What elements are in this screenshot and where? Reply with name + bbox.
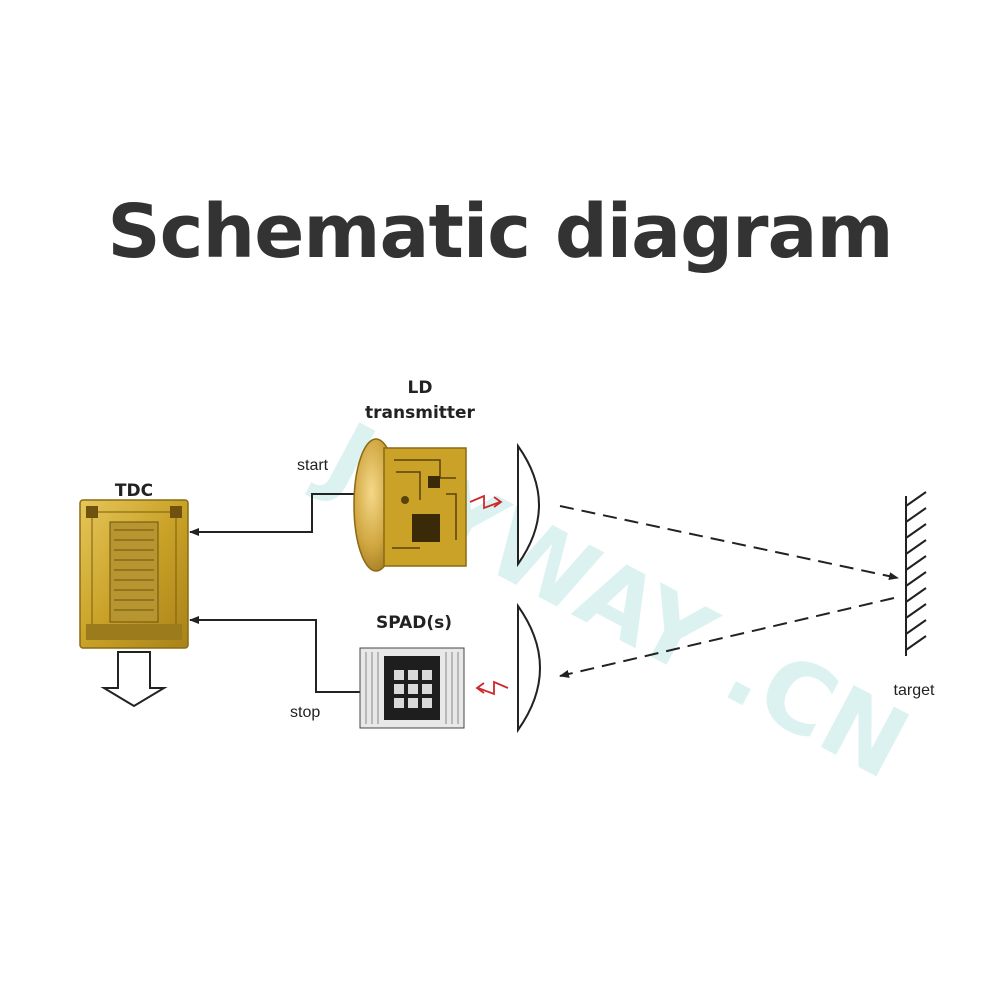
target-wall xyxy=(905,491,927,656)
ld-label-line1: LD xyxy=(408,378,433,398)
outgoing-beam xyxy=(559,505,899,581)
page-title: Schematic diagram xyxy=(107,189,893,275)
spad-detector xyxy=(359,647,465,729)
tdc-label: TDC xyxy=(115,481,153,501)
spad-label: SPAD(s) xyxy=(376,613,452,633)
received-light-arrow xyxy=(475,680,509,696)
transmit-lens xyxy=(517,442,540,568)
stop-label: stop xyxy=(290,704,320,721)
start-label: start xyxy=(297,457,329,474)
target-label: target xyxy=(894,682,935,699)
receive-lens xyxy=(517,602,541,734)
start-signal-line xyxy=(189,493,366,536)
stop-signal-line xyxy=(189,616,360,693)
tdc-chip xyxy=(79,499,189,649)
ld-label-line2: transmitter xyxy=(365,403,476,423)
tdc-output-arrow xyxy=(100,651,168,708)
ld-transmitter xyxy=(353,438,467,572)
return-beam xyxy=(559,597,895,678)
emitted-light-arrow xyxy=(469,494,503,510)
